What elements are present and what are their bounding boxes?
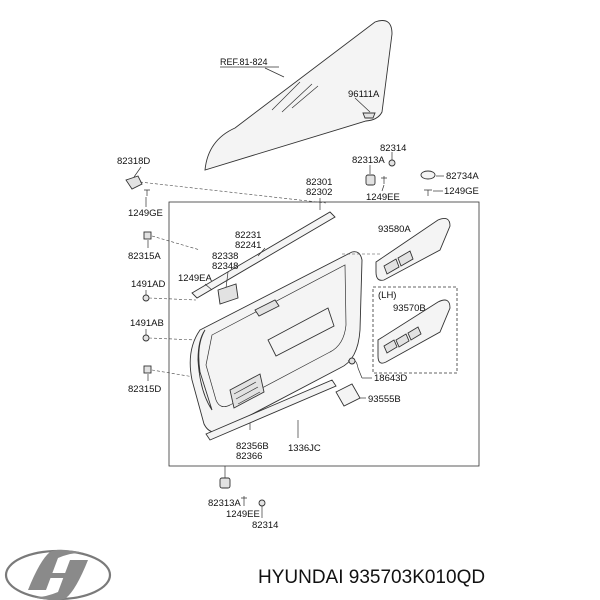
door-trim-panel bbox=[189, 251, 363, 433]
label-18643d: 18643D bbox=[374, 373, 407, 384]
clip-82313a-bottom bbox=[219, 477, 231, 489]
part-number-caption: HYUNDAI 935703K010QD bbox=[258, 567, 485, 588]
label-93580a: 93580A bbox=[378, 224, 411, 235]
label-82366: 82366 bbox=[236, 451, 262, 462]
screw-82314 bbox=[388, 159, 396, 167]
cap-82734a bbox=[420, 170, 436, 180]
label-1249ea: 1249EA bbox=[178, 273, 212, 284]
label-82348: 82348 bbox=[212, 261, 238, 272]
label-93570b: 93570B bbox=[393, 303, 426, 314]
bulb-18643d bbox=[348, 357, 356, 365]
label-lh: (LH) bbox=[378, 290, 396, 301]
clip-1491ad bbox=[142, 294, 150, 302]
screw-82314-bottom bbox=[258, 499, 266, 507]
label-82318d: 82318D bbox=[117, 156, 150, 167]
label-82302: 82302 bbox=[306, 187, 332, 198]
label-93555b: 93555B bbox=[368, 394, 401, 405]
clip-82315a bbox=[143, 231, 152, 240]
label-82314-bottom: 82314 bbox=[252, 520, 278, 531]
assembly-frame bbox=[168, 201, 480, 467]
hyundai-logo-icon bbox=[4, 549, 112, 600]
label-1491ab: 1491AB bbox=[130, 318, 164, 329]
label-82314-top: 82314 bbox=[380, 143, 406, 154]
label-96111a: 96111A bbox=[348, 89, 380, 100]
label-82231: 82231 bbox=[235, 230, 261, 241]
label-1491ad: 1491AD bbox=[131, 279, 165, 290]
label-82734a: 82734A bbox=[446, 171, 479, 182]
label-82313a-bottom: 82313A bbox=[208, 498, 241, 509]
bracket-82318d bbox=[125, 175, 143, 190]
label-82315d: 82315D bbox=[128, 384, 161, 395]
lower-strip-82356b bbox=[205, 379, 337, 441]
handle-bracket-82338 bbox=[217, 283, 239, 305]
label-82338: 82338 bbox=[212, 251, 238, 262]
label-ref: REF.81-824 bbox=[220, 57, 268, 67]
label-1249ee-bottom: 1249EE bbox=[226, 509, 260, 520]
clip-96111a bbox=[362, 112, 376, 119]
clip-1491ab bbox=[142, 334, 150, 342]
label-1249ge-left: 1249GE bbox=[128, 208, 163, 219]
label-82241: 82241 bbox=[235, 240, 261, 251]
clip-82315d bbox=[143, 365, 152, 374]
clip-82313a bbox=[365, 174, 376, 186]
label-1249ee-top: 1249EE bbox=[366, 192, 400, 203]
label-82315a: 82315A bbox=[128, 251, 161, 262]
label-82313a-top: 82313A bbox=[352, 155, 385, 166]
label-1249ge-right: 1249GE bbox=[444, 186, 479, 197]
window-glass bbox=[204, 20, 393, 171]
lh-variant-frame bbox=[372, 286, 458, 374]
switch-93555b bbox=[335, 383, 361, 407]
label-1336jc: 1336JC bbox=[288, 443, 321, 454]
label-82301: 82301 bbox=[306, 177, 332, 188]
label-82356b: 82356B bbox=[236, 441, 269, 452]
